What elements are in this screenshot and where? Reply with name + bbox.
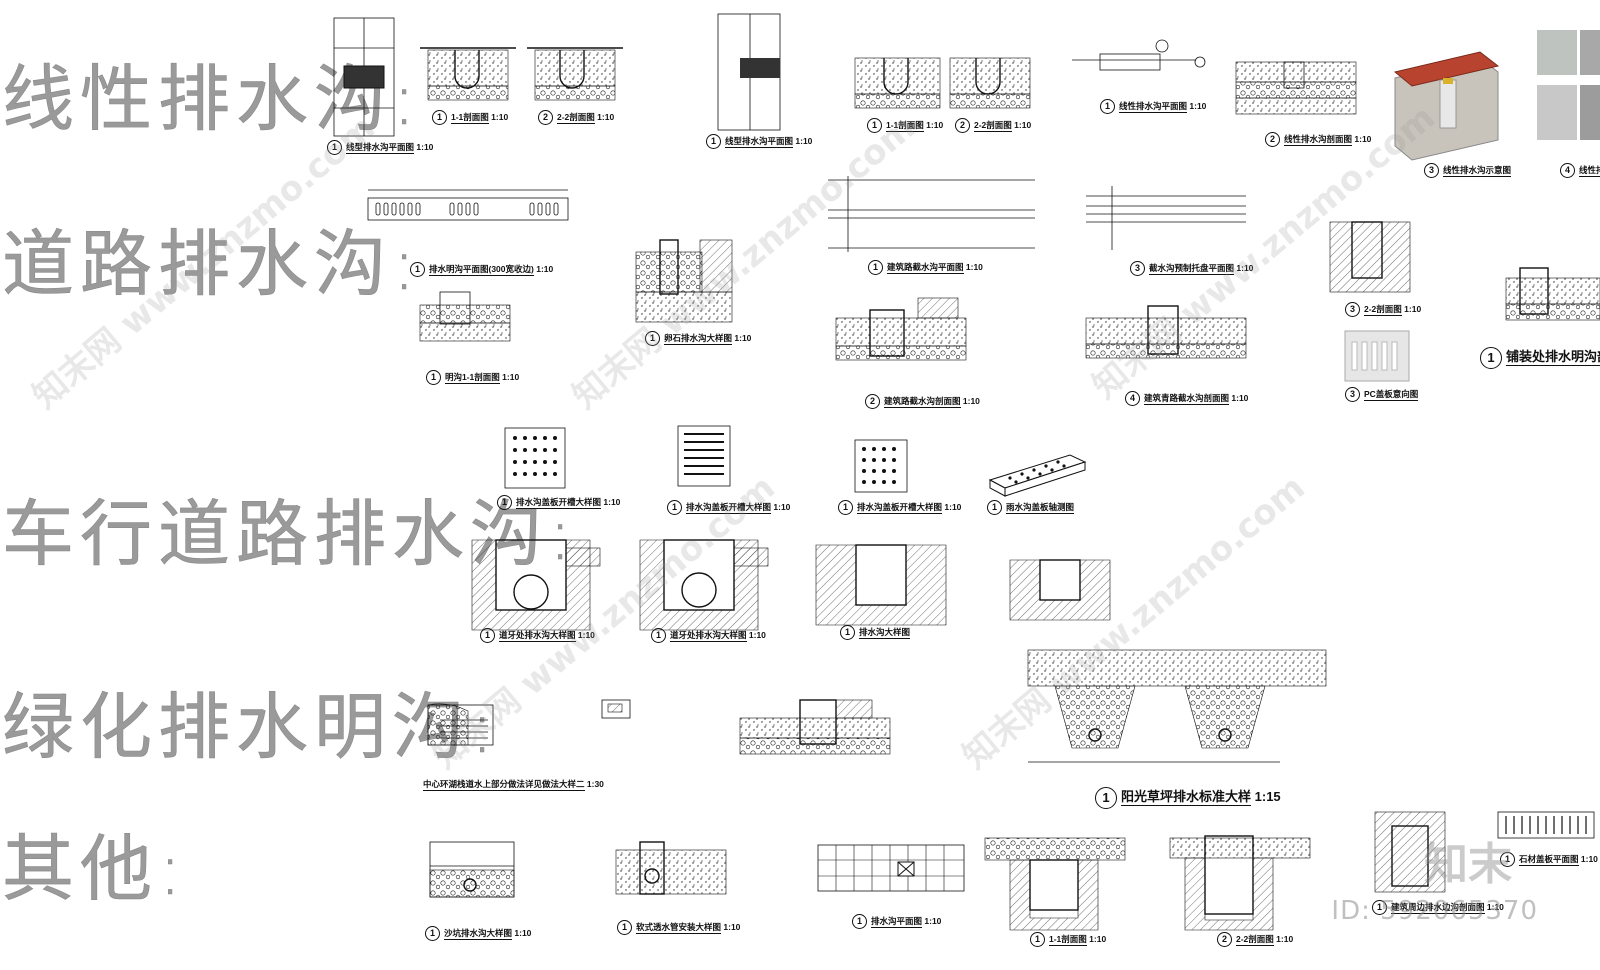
- row-label-green: 绿化排水明沟:: [2, 685, 501, 770]
- curb-ditch-detail-2: [639, 539, 769, 631]
- linear-plan-2: [717, 13, 781, 131]
- ditch-plan-grid: [817, 844, 965, 892]
- road-plan-tray: [1086, 186, 1246, 250]
- caption-c28: 中心环湖栈道水上部分做法详见做法大样二 1:30: [423, 779, 604, 791]
- linear-plan-1: [333, 17, 395, 137]
- curb-ditch-detail-1: [471, 539, 601, 631]
- lawn-drainage-detail: [1027, 649, 1327, 763]
- row-label-other: 其他:: [2, 827, 189, 912]
- cover-slot-detail-1: [504, 427, 566, 489]
- road-plan-intercept: [828, 176, 1035, 252]
- other-section-11: [984, 837, 1126, 931]
- linear-section-3: [854, 57, 941, 109]
- sandpit-ditch-detail: [429, 841, 515, 898]
- linear-plan-3: [1072, 39, 1206, 71]
- other-section-22: [1169, 835, 1311, 931]
- permeable-pipe-detail: [615, 841, 727, 895]
- road-section-paved: [1505, 267, 1600, 321]
- row-label-road: 道路排水沟:: [2, 222, 423, 307]
- linear-photos: [1537, 30, 1600, 140]
- ditch-detail-4: [1009, 559, 1111, 621]
- building-edge-section: [1374, 811, 1446, 893]
- linear-3d-illustration: [1393, 51, 1500, 161]
- small-detail: [601, 699, 631, 719]
- road-section-intercept-2: [1085, 305, 1247, 359]
- road-section-pebble: [635, 239, 733, 323]
- linear-section-2: [527, 47, 623, 101]
- linear-section-1: [420, 47, 516, 101]
- cover-slot-detail-3: [854, 439, 908, 493]
- ditch-detail-3: [815, 544, 947, 626]
- image-id: ID: 592065370: [1331, 896, 1538, 926]
- brand-logo: 知末: [1424, 839, 1512, 890]
- caption-c20: 1铺装处排水明沟剖面图: [1480, 346, 1600, 369]
- pc-cover-photo: [1344, 330, 1410, 382]
- road-section-22: [1329, 221, 1411, 293]
- caption-c10: 4线性排: [1560, 163, 1600, 178]
- cover-axonometric: [988, 454, 1087, 497]
- road-section-intercept-1: [835, 297, 967, 361]
- green-ditch-section: [739, 699, 891, 755]
- lakeside-walk-detail: [427, 703, 494, 746]
- linear-section-4: [949, 57, 1031, 109]
- linear-section-5: [1235, 61, 1357, 115]
- stone-cover-plan: [1497, 811, 1595, 839]
- cover-slot-detail-2: [677, 425, 731, 487]
- road-section-open: [419, 291, 511, 342]
- road-plan-ditch: [367, 189, 569, 221]
